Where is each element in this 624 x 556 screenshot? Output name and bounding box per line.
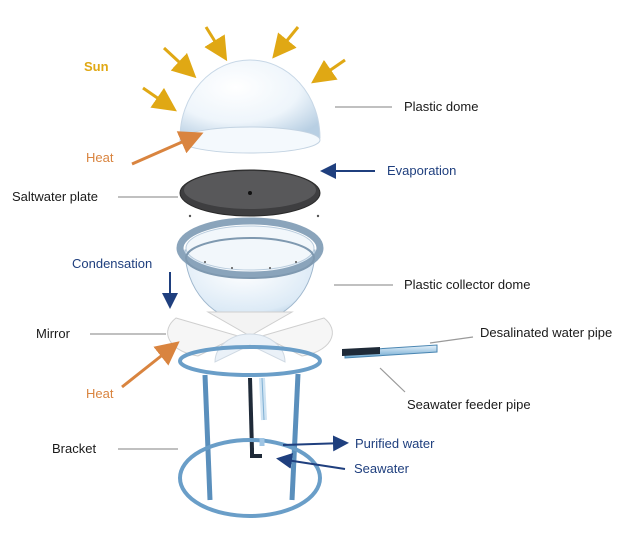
heat-label-top: Heat bbox=[86, 150, 114, 165]
seawater-feeder-pipe bbox=[342, 347, 380, 356]
sun-ray bbox=[162, 46, 197, 79]
saltwater-plate-label: Saltwater plate bbox=[12, 189, 98, 204]
heat-arrow-top bbox=[131, 131, 204, 166]
condensation-label: Condensation bbox=[72, 256, 152, 271]
purified-water-arrow bbox=[282, 435, 349, 452]
seawater-feeder-pipe-label: Seawater feeder pipe bbox=[407, 397, 531, 412]
mirror-label: Mirror bbox=[36, 326, 71, 341]
leader-lines bbox=[90, 106, 474, 450]
sun-rays bbox=[142, 26, 346, 112]
seawater-arrow bbox=[276, 452, 346, 470]
seawater-label: Seawater bbox=[354, 461, 410, 476]
purified-water-label: Purified water bbox=[355, 436, 435, 451]
sun-ray bbox=[272, 26, 300, 59]
sun-label: Sun bbox=[84, 59, 109, 74]
sun-ray bbox=[311, 58, 346, 84]
mirror bbox=[167, 311, 333, 363]
plastic-collector-dome-label: Plastic collector dome bbox=[404, 277, 530, 292]
plastic-dome-label: Plastic dome bbox=[404, 99, 478, 114]
leader-seawater-pipe bbox=[379, 367, 406, 393]
bracket-label: Bracket bbox=[52, 441, 96, 456]
saltwater-plate bbox=[179, 169, 321, 217]
sun-ray bbox=[204, 26, 228, 62]
desalinated-water-pipe-label: Desalinated water pipe bbox=[480, 325, 612, 340]
plastic-dome bbox=[179, 59, 321, 154]
bracket bbox=[178, 345, 322, 518]
evaporation-label: Evaporation bbox=[387, 163, 456, 178]
leader-desalinated-pipe bbox=[429, 336, 474, 344]
sun-ray bbox=[142, 86, 177, 112]
plastic-collector-dome bbox=[176, 214, 324, 323]
heat-arrow-bottom bbox=[121, 341, 180, 389]
heat-label-bottom: Heat bbox=[86, 386, 114, 401]
